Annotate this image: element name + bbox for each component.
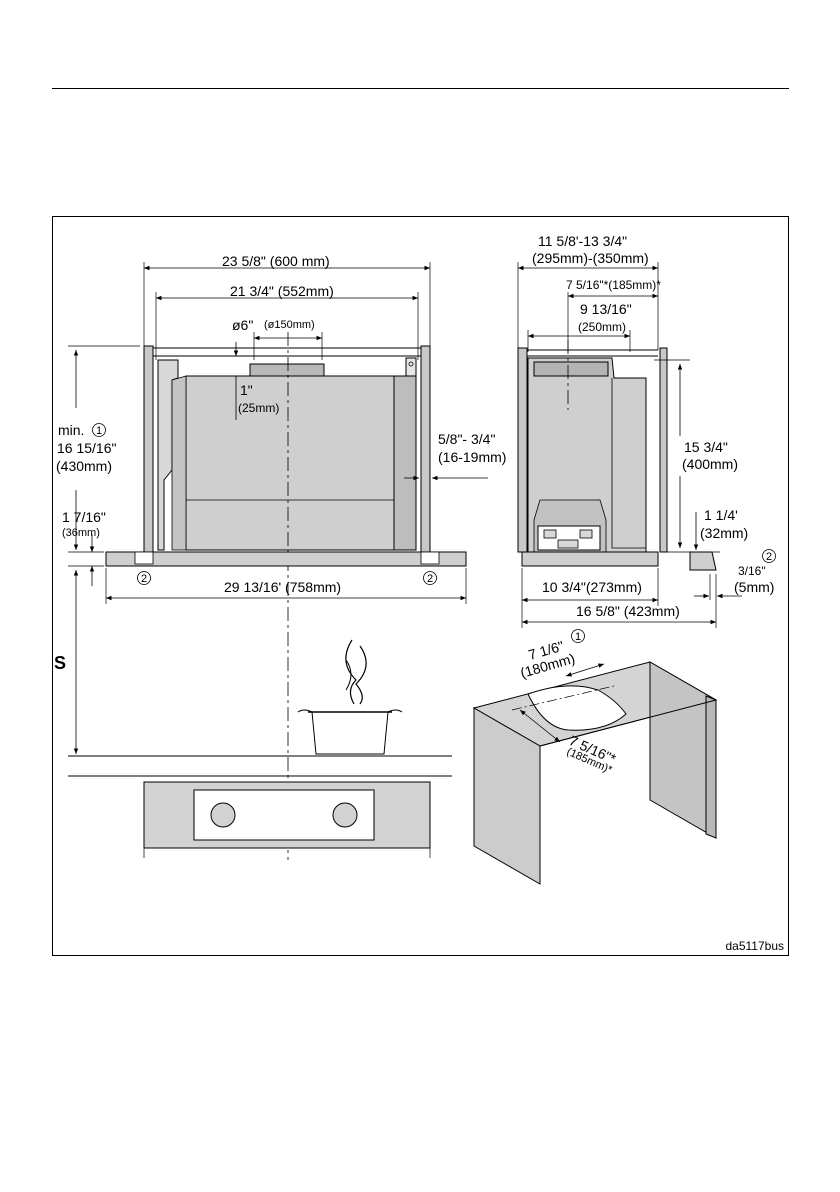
height-label: 15 3/4" [684,439,728,455]
height-min-mm-label: (430mm) [56,458,112,474]
duct-diameter-label: ø6" [232,317,253,333]
rail-gap-label: 3/16" [738,564,766,578]
ref-circle-1 [92,423,106,437]
ref-circle-1-cabinet [571,629,585,643]
front-view [68,262,488,860]
side-gap-mm-label: (16-19mm) [438,449,506,465]
total-width-label: 29 13/16' (758mm) [224,579,341,595]
rail-ref-number: 2 [766,551,772,563]
header-rule [52,88,789,89]
bracket-ref-left: 2 [141,573,147,585]
bottom-gap-mm-label: (36mm) [62,527,100,539]
bracket-ref-right: 2 [427,573,433,585]
ref-circle-2-right [423,571,437,585]
duct-depth-label: 9 13/16" [580,301,632,317]
side-view [517,262,742,628]
height-mm-label: (400mm) [682,456,738,472]
ref-circle-2-rail [762,549,776,563]
diagram-frame [52,216,789,956]
cabinet-view [472,661,718,885]
bottom-depth-label: 10 3/4"(273mm) [542,579,642,595]
height-min-label: 16 15/16" [57,440,116,456]
width-outer-label: 23 5/8" (600 mm) [222,253,330,269]
side-gap-label: 5/8"- 3/4" [438,431,495,447]
rail-label: 1 1/4' [704,507,738,523]
duct-depth-mm-label: (250mm) [578,320,626,334]
rail-mm-label: (32mm) [700,525,748,541]
min-label: min. [58,422,84,438]
duct-offset-label: 7 5/16"*(185mm)* [566,278,661,292]
width-inner-label: 21 3/4" (552mm) [230,283,334,299]
min-ref-number: 1 [96,425,102,437]
diagram-code: da5117bus [726,939,785,953]
rail-gap-mm-label: (5mm) [734,579,774,595]
s-label: S [54,653,66,673]
side-view-labels: 11 5/8'-13 3/4" (295mm)-(350mm) 7 5/16"*… [532,233,776,619]
depth-range-label: 11 5/8'-13 3/4" [538,233,627,249]
front-view-labels: 23 5/8" (600 mm) 21 3/4" (552mm) ø6" (ø1… [54,253,506,673]
top-offset-label: 1" [240,382,253,398]
total-depth-label: 16 5/8" (423mm) [576,603,680,619]
cutout-ref-number: 1 [575,631,581,643]
ref-circle-2-left [137,571,151,585]
duct-diameter-mm-label: (ø150mm) [264,319,315,331]
bottom-gap-label: 1 7/16" [62,509,106,525]
depth-range-mm-label: (295mm)-(350mm) [532,250,649,266]
top-offset-mm-label: (25mm) [238,401,279,415]
